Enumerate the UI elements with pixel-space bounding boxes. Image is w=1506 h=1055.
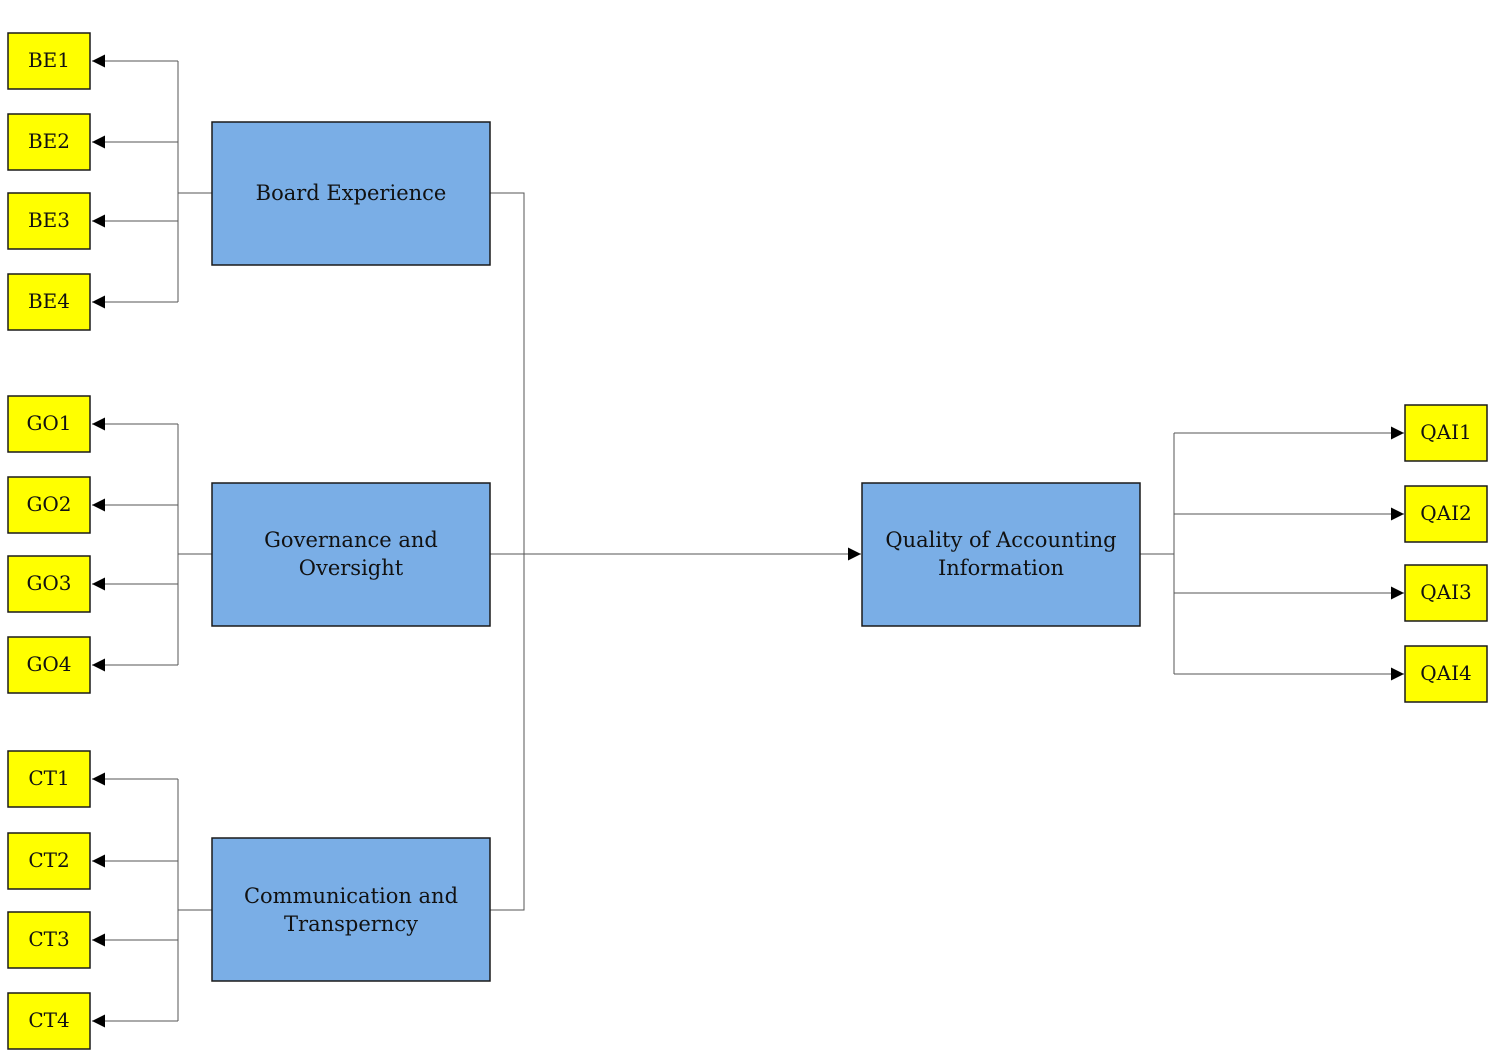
indicator-label: QAI2 (1420, 501, 1471, 525)
construct-governance-and-oversight: Governance and Oversight (211, 482, 491, 627)
indicator-box (1404, 564, 1488, 622)
be-to-bus (490, 192, 525, 554)
indicator-ct3: CT3 (7, 911, 91, 969)
indicator-qai4: QAI4 (1404, 645, 1488, 703)
indicator-box (7, 273, 91, 331)
indicator-ct1: CT1 (7, 750, 91, 808)
indicator-ct2: CT2 (7, 832, 91, 890)
indicator-go4: GO4 (7, 636, 91, 694)
indicator-label: CT2 (28, 848, 69, 872)
construct-box (861, 482, 1141, 627)
construct-communication-and-transperncy: Communication and Transperncy (211, 837, 491, 982)
indicator-box (1404, 645, 1488, 703)
construct-label-line-1: Governance and (264, 528, 438, 552)
indicator-box (7, 192, 91, 250)
indicator-box (7, 555, 91, 613)
construct-label-line-1: Communication and (244, 884, 458, 908)
connectors (92, 54, 1404, 1028)
indicator-box (7, 395, 91, 453)
indicator-label: QAI1 (1420, 420, 1471, 444)
indicator-box (7, 32, 91, 90)
indicator-label: QAI3 (1420, 580, 1471, 604)
indicator-go2: GO2 (7, 476, 91, 534)
construct-label: Board Experience (256, 181, 447, 205)
indicator-box (7, 113, 91, 171)
indicator-be1: BE1 (7, 32, 91, 90)
indicator-label: CT1 (28, 766, 69, 790)
indicator-box (7, 476, 91, 534)
indicator-go1: GO1 (7, 395, 91, 453)
indicator-box (1404, 404, 1488, 462)
indicator-box (7, 832, 91, 890)
indicator-qai2: QAI2 (1404, 485, 1488, 543)
indicator-be4: BE4 (7, 273, 91, 331)
indicator-box (7, 636, 91, 694)
indicator-go3: GO3 (7, 555, 91, 613)
ct-to-bus (490, 554, 525, 911)
indicator-qai3: QAI3 (1404, 564, 1488, 622)
indicator-box (1404, 485, 1488, 543)
indicator-box (7, 750, 91, 808)
indicator-label: GO4 (26, 652, 71, 676)
construct-box (211, 837, 491, 982)
indicator-label: BE1 (28, 48, 70, 72)
construct-label-line-2: Information (938, 556, 1064, 580)
indicator-label: GO3 (26, 571, 71, 595)
construct-board-experience: Board Experience (211, 121, 491, 266)
indicator-label: GO2 (26, 492, 71, 516)
indicator-label: CT3 (28, 927, 69, 951)
indicator-box (7, 911, 91, 969)
indicator-label: CT4 (28, 1008, 69, 1032)
indicator-label: QAI4 (1420, 661, 1471, 685)
construct-label-line-1: Quality of Accounting (885, 528, 1116, 552)
construct-box (211, 121, 491, 266)
indicator-be2: BE2 (7, 113, 91, 171)
indicator-ct4: CT4 (7, 992, 91, 1050)
indicator-qai1: QAI1 (1404, 404, 1488, 462)
construct-label-line-2: Transperncy (284, 912, 418, 936)
construct-label-line-2: Oversight (299, 556, 404, 580)
indicator-label: GO1 (26, 411, 71, 435)
indicator-be3: BE3 (7, 192, 91, 250)
construct-quality-of-accounting-information: Quality of Accounting Information (861, 482, 1141, 627)
indicator-box (7, 992, 91, 1050)
indicator-label: BE3 (28, 208, 70, 232)
indicator-label: BE4 (28, 289, 70, 313)
construct-box (211, 482, 491, 627)
indicator-label: BE2 (28, 129, 70, 153)
